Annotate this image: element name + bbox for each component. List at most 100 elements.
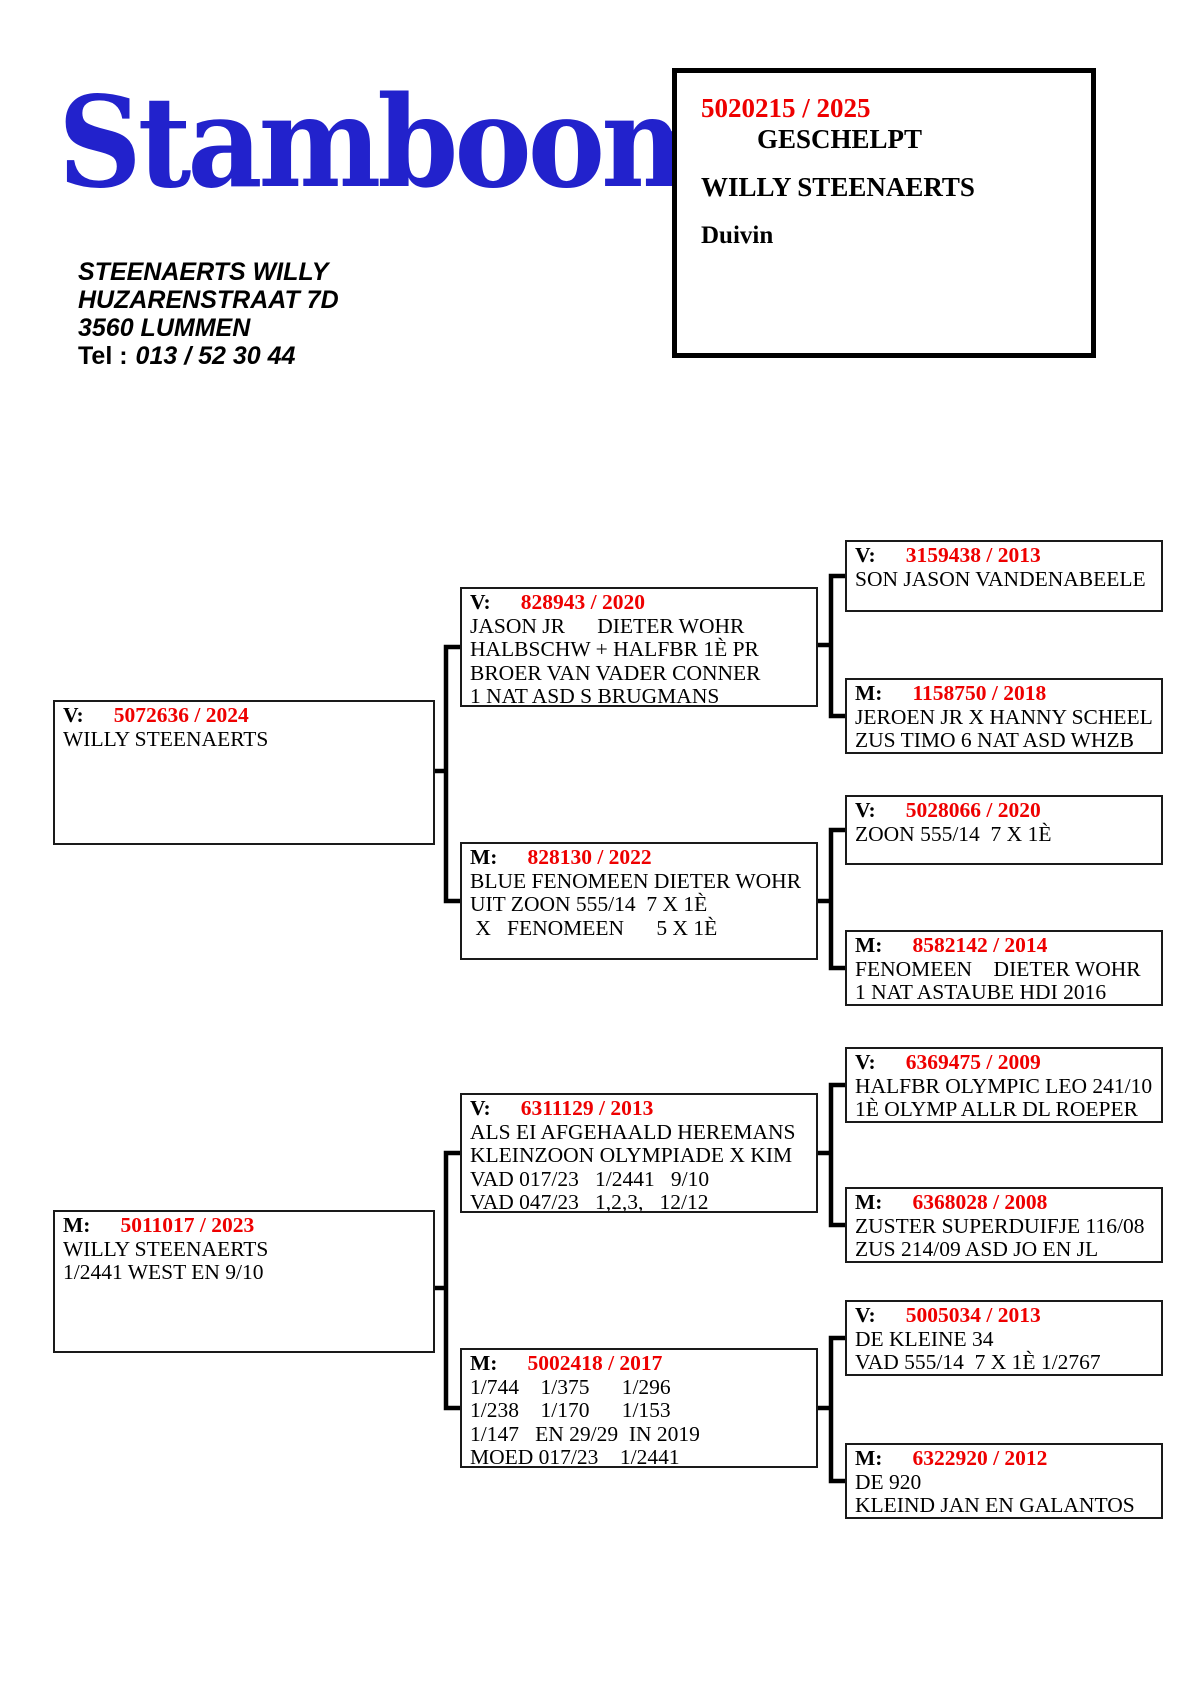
parent-tag: V: (855, 1050, 876, 1074)
parent-tag: V: (855, 543, 876, 567)
parent-tag: M: (63, 1213, 91, 1237)
parent-tag: M: (470, 1351, 498, 1375)
pedigree-line: 1/2441 WEST EN 9/10 (63, 1260, 264, 1284)
pedigree-line: DE KLEINE 34 (855, 1326, 994, 1351)
parent-tag: V: (855, 1303, 876, 1327)
connector-gen1-dam-bracket (443, 1150, 460, 1411)
pedigree-line: KLEINZOON OLYMPIADE X KIM (470, 1143, 793, 1167)
pedigree-line: 1 NAT ASD S BRUGMANS (470, 684, 720, 707)
parent-tag: V: (63, 703, 84, 727)
pedigree-line: JASON JR DIETER WOHR (470, 613, 745, 638)
ring-number: 6368028 / 2008 (912, 1190, 1048, 1214)
pedigree-box-g3-1: V: 3159438 / 2013 SON JASON VANDENABEELE (845, 540, 1163, 612)
pedigree-line: ZUS TIMO 6 NAT ASD WHZB (855, 728, 1134, 752)
pedigree-line: MOED 017/23 1/2441 (470, 1445, 680, 1468)
owner-phone: Tel :013 / 52 30 44 (78, 342, 339, 370)
pedigree-line: 1/238 1/170 1/153 (470, 1398, 671, 1422)
pedigree-line: DE 920 (855, 1469, 922, 1494)
pedigree-line: ALS EI AFGEHAALD HEREMANS (470, 1119, 796, 1144)
pedigree-box-dam-dam: M: 5002418 / 2017 1/744 1/375 1/296 1/238… (460, 1348, 818, 1468)
pedigree-line: HALBSCHW + HALFBR 1È PR (470, 637, 759, 661)
phone-label: Tel : (78, 342, 128, 370)
pedigree-line: BLUE FENOMEEN DIETER WOHR (470, 868, 802, 893)
box-header: V: 3159438 / 2013 (855, 543, 1161, 568)
box-header: M:6368028 / 2008 (855, 1190, 1161, 1215)
pedigree-box-dam-sire: V: 6311129 / 2013 ALS EI AFGEHAALD HEREMA… (460, 1093, 818, 1213)
pedigree-line: 1È OLYMP ALLR DL ROEPER (855, 1097, 1138, 1121)
parent-tag: M: (470, 845, 498, 869)
pedigree-box-g3-8: M: 6322920 / 2012 DE 920 KLEIND JAN EN GA… (845, 1443, 1163, 1519)
bird-sex-label: Duivin (701, 222, 774, 249)
box-header: M: 5011017 / 2023 (63, 1213, 433, 1238)
pedigree-box-sire-sire: V: 828943 / 2020 JASON JR DIETER WOHR HAL… (460, 587, 818, 707)
bird-info-row: 5020215 / 2025 GESCHELPT (701, 93, 1091, 155)
pedigree-box-g3-7: V:5005034 / 2013 DE KLEINE 34 VAD 555/14… (845, 1300, 1163, 1376)
pedigree-box-g3-4: M: 8582142 / 2014 FENOMEEN DIETER WOHR 1 … (845, 930, 1163, 1006)
ring-number: 6311129 / 2013 (520, 1096, 654, 1120)
pedigree-box-g3-2: M:1158750 / 2018 JEROEN JR X HANNY SCHEE… (845, 678, 1163, 754)
box-header: M:1158750 / 2018 (855, 681, 1161, 706)
pedigree-line: VAD 047/23 1,2,3, 12/12 (470, 1190, 709, 1213)
ring-number: 5028066 / 2020 (905, 798, 1041, 822)
pedigree-line: KLEIND JAN EN GALANTOS (855, 1493, 1135, 1517)
owner-address-block: STEENAERTS WILLY HUZARENSTRAAT 7D 3560 L… (78, 258, 339, 370)
pedigree-box-g3-6: M:6368028 / 2008 ZUSTER SUPERDUIFJE 116/… (845, 1187, 1163, 1263)
connector-gen1-sire-bracket (443, 644, 460, 904)
connector-gen2-sire1-bracket (828, 573, 845, 719)
box-header: V: 6311129 / 2013 (470, 1096, 816, 1121)
pedigree-line: SON JASON VANDENABEELE (855, 566, 1146, 591)
bird-owner-name: WILLY STEENAERTS (701, 172, 975, 202)
pedigree-box-g3-3: V: 5028066 / 2020 ZOON 555/14 7 X 1È (845, 795, 1163, 865)
ring-number: 8582142 / 2014 (912, 933, 1048, 957)
pedigree-line: ZUSTER SUPERDUIFJE 116/08 (855, 1213, 1145, 1238)
box-header: M: 8582142 / 2014 (855, 933, 1161, 958)
pedigree-line: UIT ZOON 555/14 7 X 1È (470, 892, 708, 916)
parent-tag: V: (855, 798, 876, 822)
ring-number: 5072636 / 2024 (113, 703, 249, 727)
owner-name: STEENAERTS WILLY (78, 258, 329, 286)
phone-number: 013 / 52 30 44 (135, 342, 296, 370)
pedigree-line: JEROEN JR X HANNY SCHEEL (855, 704, 1153, 729)
pedigree-line: HALFBR OLYMPIC LEO 241/10 (855, 1073, 1153, 1098)
parent-tag: M: (855, 1446, 883, 1470)
ring-number: 828943 / 2020 (520, 590, 645, 614)
bird-info-box: 5020215 / 2025 GESCHELPT WILLY STEENAERT… (672, 68, 1096, 358)
parent-tag: V: (470, 1096, 491, 1120)
connector-gen2-dam1-bracket (828, 827, 845, 971)
ring-number: 5011017 / 2023 (120, 1213, 255, 1237)
pedigree-line: 1/744 1/375 1/296 (470, 1374, 671, 1399)
owner-city: 3560 LUMMEN (78, 314, 251, 342)
pedigree-line: 1/147 EN 29/29 IN 2019 (470, 1421, 700, 1446)
pedigree-box-dam: M:5011017 / 2023 WILLY STEENAERTS 1/2441… (53, 1210, 435, 1353)
bird-color-label: GESCHELPT (757, 124, 923, 154)
box-header: M:828130 / 2022 (470, 845, 816, 870)
box-header: V: 828943 / 2020 (470, 590, 816, 615)
pedigree-line: 1 NAT ASTAUBE HDI 2016 (855, 980, 1107, 1004)
ring-number: 1158750 / 2018 (912, 681, 1047, 705)
ring-number: 6322920 / 2012 (912, 1446, 1048, 1470)
pedigree-box-g3-5: V: 6369475 / 2009 HALFBR OLYMPIC LEO 241/… (845, 1047, 1163, 1123)
pedigree-line: ZUS 214/09 ASD JO EN JL (855, 1237, 1099, 1261)
parent-tag: V: (470, 590, 491, 614)
box-header: V: 6369475 / 2009 (855, 1050, 1161, 1075)
box-header: M: 5002418 / 2017 (470, 1351, 816, 1376)
bird-ring-number: 5020215 / 2025 (701, 93, 871, 123)
box-header: M: 6322920 / 2012 (855, 1446, 1161, 1471)
pedigree-line: VAD 017/23 1/2441 9/10 (470, 1166, 710, 1191)
pedigree-line: WILLY STEENAERTS (63, 726, 269, 751)
ring-number: 3159438 / 2013 (905, 543, 1041, 567)
connector-gen2-dam2-bracket (828, 1335, 845, 1484)
box-header: V: 5028066 / 2020 (855, 798, 1161, 823)
owner-street: HUZARENSTRAAT 7D (78, 286, 339, 314)
pedigree-line: ZOON 555/14 7 X 1È (855, 821, 1052, 846)
ring-number: 5002418 / 2017 (527, 1351, 663, 1375)
parent-tag: M: (855, 933, 883, 957)
connector-gen2-sire2-bracket (828, 1082, 845, 1228)
pedigree-line: VAD 555/14 7 X 1È 1/2767 (855, 1350, 1101, 1374)
ring-number: 6369475 / 2009 (905, 1050, 1041, 1074)
box-header: V:5005034 / 2013 (855, 1303, 1161, 1328)
pedigree-line: BROER VAN VADER CONNER (470, 660, 761, 685)
pedigree-box-sire-dam: M:828130 / 2022 BLUE FENOMEEN DIETER WOH… (460, 842, 818, 960)
pedigree-line: FENOMEEN DIETER WOHR (855, 956, 1141, 981)
